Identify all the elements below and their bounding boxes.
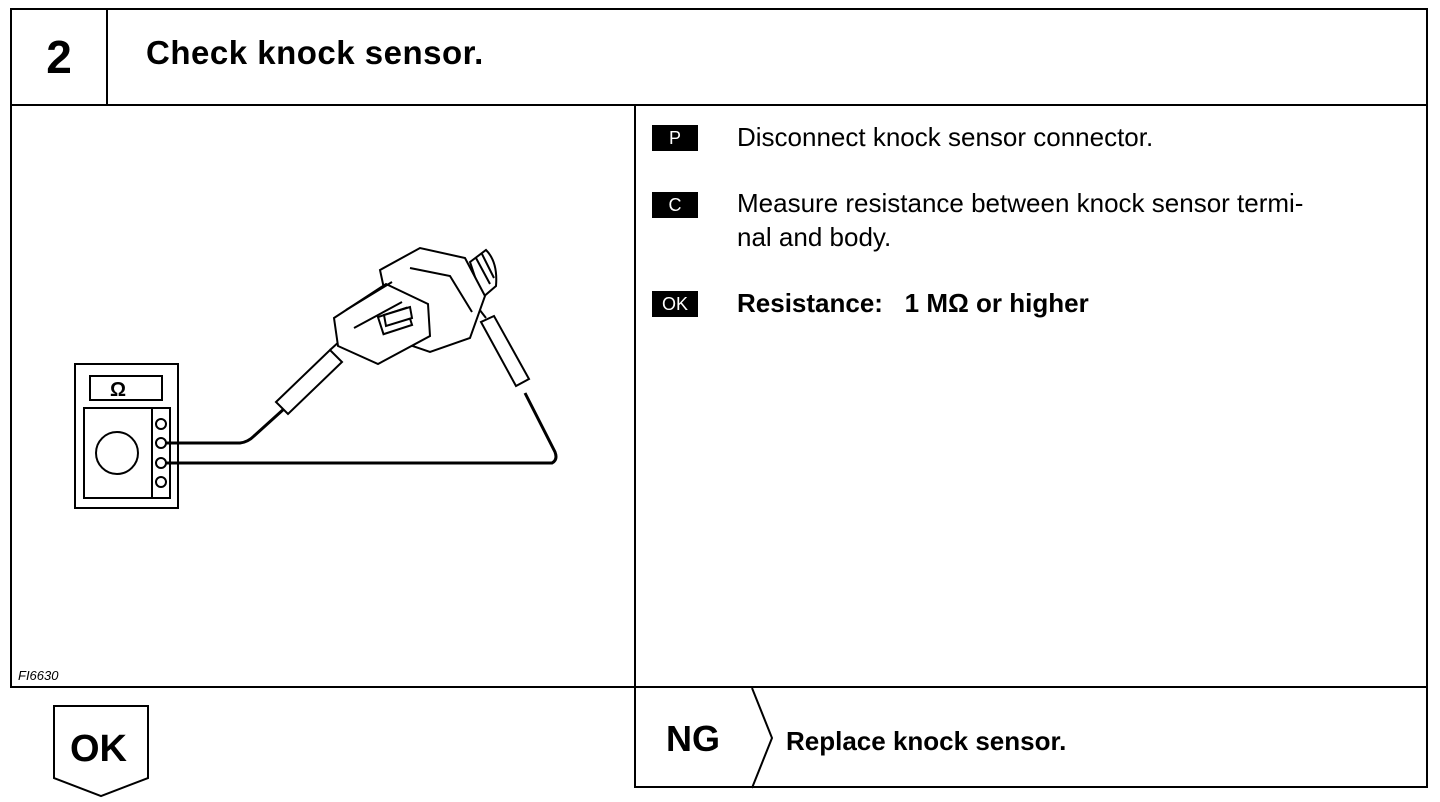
header-divider	[10, 104, 1428, 106]
ng-label: NG	[666, 718, 720, 759]
step-title: Check knock sensor.	[146, 34, 484, 71]
figure-code: FI6630	[18, 668, 59, 683]
knock-sensor-icon	[332, 246, 498, 366]
tag-p: P	[652, 125, 698, 151]
instruction-ok: OK Resistance: 1 MΩ or higher	[652, 286, 1412, 326]
ohm-symbol: Ω	[110, 379, 126, 401]
resistance-spec: Resistance: 1 MΩ or higher	[737, 288, 1089, 318]
knock-sensor-illustration: Ω	[74, 246, 558, 509]
instruction-text: Measure resistance between knock sensor …	[737, 188, 1304, 252]
ng-box	[634, 688, 1428, 788]
ok-label: OK	[70, 728, 127, 770]
tag-c: C	[652, 192, 698, 218]
ohmmeter-icon	[74, 363, 179, 509]
instruction-text: Disconnect knock sensor connector.	[737, 122, 1154, 152]
ng-chevron	[751, 687, 774, 789]
step-frame	[10, 8, 1428, 688]
instruction-p: P Disconnect knock sensor connector.	[652, 120, 1412, 160]
ok-arrow-box	[53, 705, 149, 798]
tag-ok: OK	[652, 291, 698, 317]
instruction-c: C Measure resistance between knock senso…	[652, 186, 1412, 262]
test-lead-wires	[166, 392, 558, 465]
ng-action-text: Replace knock sensor.	[786, 726, 1067, 756]
column-divider	[634, 106, 636, 788]
